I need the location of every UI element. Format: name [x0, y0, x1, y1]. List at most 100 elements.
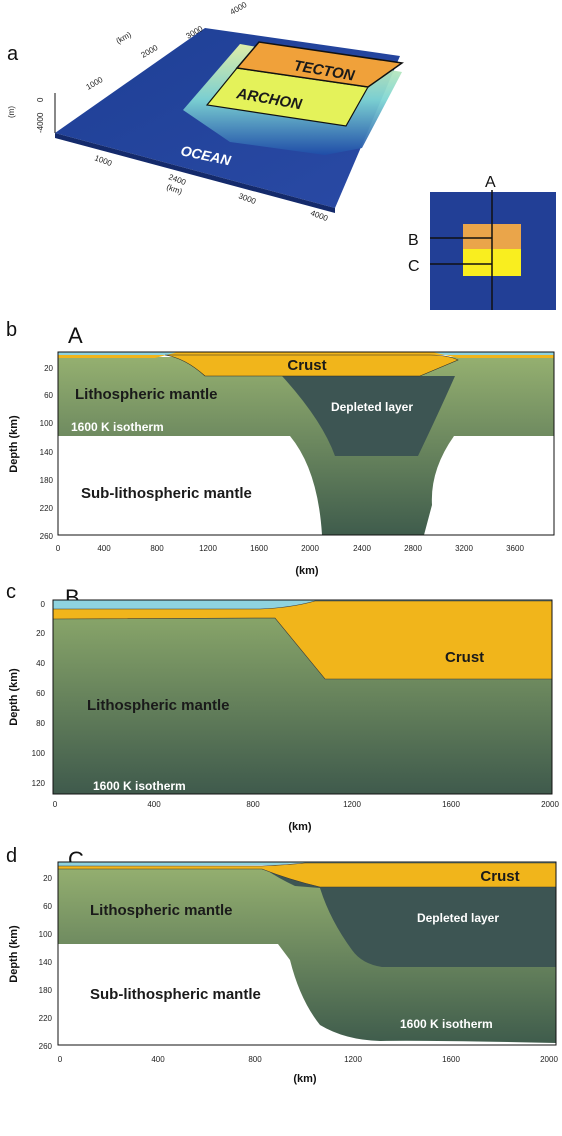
panel-b-sub-label: Sub-lithospheric mantle: [81, 485, 252, 502]
vertical-axis-tick-0: 0: [36, 97, 45, 102]
panel-d-y-title: Depth (km): [8, 925, 20, 983]
panel-c-x-tick: 800: [246, 800, 260, 809]
panel-b-x-tick: 2000: [301, 544, 319, 553]
panel-b: b A Crust Lithospheric mantle Depleted l…: [6, 319, 555, 577]
panel-d-y-tick: 220: [39, 1014, 53, 1023]
panel-c-x-tick: 1200: [343, 800, 361, 809]
panel-d: d C Crust Lithospheric mantle Depleted l…: [6, 845, 558, 1085]
panel-b-frame: [57, 351, 555, 536]
panel-b-y-tick: 260: [40, 532, 54, 541]
panel-c-y-tick: 60: [36, 689, 45, 698]
panel-c-litho-label: Lithospheric mantle: [87, 697, 230, 714]
ocean-plate-edge-left: [55, 133, 335, 213]
panel-b-x-tick: 0: [56, 544, 61, 553]
depleted-layer: [265, 869, 556, 967]
panel-d-letter: d: [6, 845, 17, 867]
panel-d-x-tick: 2000: [540, 1055, 558, 1064]
panel-d-depleted-label: Depleted layer: [417, 911, 499, 925]
panel-c-x-tick: 2000: [541, 800, 559, 809]
panel-c-y-title: Depth (km): [8, 668, 20, 726]
back-axis-tick-1: 2000: [140, 43, 160, 60]
panel-c-frame: [52, 599, 553, 795]
panel-b-y-axis: Depth (km) 20 60 100 140 180 220 260: [8, 364, 54, 541]
panel-c-y-tick: 40: [36, 659, 45, 668]
crust: [52, 600, 553, 680]
panel-b-x-tick: 1600: [250, 544, 268, 553]
inset-map: A B C: [408, 174, 556, 310]
vertical-axis-tick-1: -4000: [36, 112, 45, 133]
panel-b-y-tick: 60: [44, 391, 53, 400]
panel-c-y-tick: 120: [32, 779, 46, 788]
crust-thick: [164, 354, 459, 377]
front-axis-tick-2: 3000: [237, 191, 257, 206]
panel-b-x-tick: 400: [97, 544, 111, 553]
panel-b-y-tick: 20: [44, 364, 53, 373]
panel-a-letter: a: [7, 43, 19, 65]
inset-label-b: B: [408, 232, 419, 249]
panel-c-y-tick: 100: [32, 749, 46, 758]
panel-c-x-tick: 0: [53, 800, 58, 809]
back-axis-tick-3: 4000: [229, 0, 249, 17]
inset-label-a: A: [485, 174, 496, 191]
panel-c: c B Crust Lithospheric mantle 1600 K iso…: [6, 581, 559, 833]
panel-b-y-title: Depth (km): [8, 415, 20, 473]
panel-b-x-tick: 3200: [455, 544, 473, 553]
panel-b-section-label: A: [68, 323, 83, 348]
panel-c-y-tick: 20: [36, 629, 45, 638]
panel-c-x-tick: 1600: [442, 800, 460, 809]
panel-b-x-tick: 3600: [506, 544, 524, 553]
panel-c-letter: c: [6, 581, 16, 603]
panel-c-x-tick: 400: [147, 800, 161, 809]
panel-b-isotherm-label: 1600 K isotherm: [71, 420, 164, 434]
inset-label-c: C: [408, 258, 420, 275]
panel-b-y-tick: 180: [40, 476, 54, 485]
panel-b-y-tick: 220: [40, 504, 54, 513]
panel-d-y-tick: 140: [39, 958, 53, 967]
panel-b-x-title: (km): [295, 565, 319, 577]
panel-d-y-axis: Depth (km) 20 60 100 140 180 220 260: [8, 874, 53, 1051]
panel-d-x-tick: 400: [151, 1055, 165, 1064]
panel-d-x-tick: 1600: [442, 1055, 460, 1064]
panel-d-x-tick: 800: [248, 1055, 262, 1064]
panel-d-y-tick: 100: [39, 930, 53, 939]
panel-b-x-tick: 2400: [353, 544, 371, 553]
depleted-layer: [282, 376, 455, 456]
back-axis-label: (km): [115, 30, 134, 46]
panel-d-crust-label: Crust: [480, 868, 519, 885]
panel-d-y-tick: 180: [39, 986, 53, 995]
vertical-axis-label: (m): [7, 106, 16, 118]
panel-d-x-tick: 0: [58, 1055, 63, 1064]
back-axis-tick-0: 1000: [85, 75, 105, 92]
panel-b-crust-label: Crust: [287, 357, 326, 374]
panel-d-y-tick: 260: [39, 1042, 53, 1051]
panel-b-x-tick: 1200: [199, 544, 217, 553]
panel-d-y-tick: 20: [43, 874, 52, 883]
panel-b-y-tick: 140: [40, 448, 54, 457]
panel-a: a TECTON ARCHON OCEAN (m) 0 -4000 1000 2…: [7, 0, 556, 310]
panel-b-x-axis: 0 400 800 1200 1600 2000 2400 2800 3200 …: [56, 544, 525, 577]
panel-c-y-axis: Depth (km) 0 20 40 60 80 100 120: [8, 600, 46, 788]
panel-d-x-title: (km): [293, 1073, 317, 1085]
panel-b-litho-label: Lithospheric mantle: [75, 386, 218, 403]
panel-d-sub-label: Sub-lithospheric mantle: [90, 986, 261, 1003]
panel-c-y-tick: 0: [41, 600, 46, 609]
panel-d-x-axis: 0 400 800 1200 1600 2000 (km): [58, 1055, 559, 1085]
panel-c-isotherm-label: 1600 K isotherm: [93, 779, 186, 793]
tecton-block: [235, 41, 404, 88]
panel-b-letter: b: [6, 319, 17, 341]
panel-c-crust-label: Crust: [445, 649, 484, 666]
panel-c-y-tick: 80: [36, 719, 45, 728]
panel-b-x-tick: 2800: [404, 544, 422, 553]
panel-b-depleted-label: Depleted layer: [331, 400, 413, 414]
panel-b-y-tick: 100: [40, 419, 54, 428]
panel-d-x-tick: 1200: [344, 1055, 362, 1064]
panel-d-frame: [57, 861, 557, 1046]
panel-c-x-title: (km): [288, 821, 312, 833]
panel-d-isotherm-label: 1600 K isotherm: [400, 1017, 493, 1031]
front-axis-tick-0: 1000: [93, 153, 113, 168]
panel-b-x-tick: 800: [150, 544, 164, 553]
panel-c-x-axis: 0 400 800 1200 1600 2000 (km): [53, 800, 560, 833]
panel-d-y-tick: 60: [43, 902, 52, 911]
panel-d-litho-label: Lithospheric mantle: [90, 902, 233, 919]
